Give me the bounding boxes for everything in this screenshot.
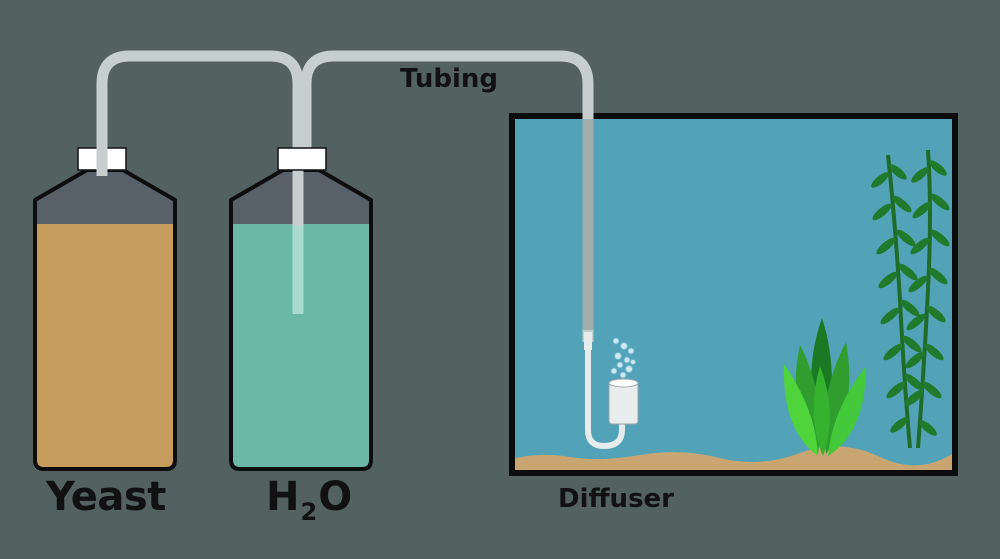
aquarium-substrate xyxy=(512,446,955,473)
leaf-front xyxy=(813,366,830,456)
diffuser-top xyxy=(608,378,639,388)
water-label: H2O xyxy=(266,474,352,526)
yeast-label: Yeast xyxy=(46,474,166,520)
water-bottle xyxy=(229,168,373,471)
water-label-h: H xyxy=(266,474,300,520)
yeast-bottle xyxy=(33,147,177,471)
tube-yeast-to-water xyxy=(96,50,304,314)
diffuser-label: Diffuser xyxy=(558,484,674,514)
diffuser-body xyxy=(608,381,639,425)
stem-leaves xyxy=(871,160,950,436)
leaf-right-light xyxy=(828,366,866,456)
stem-right xyxy=(916,149,932,449)
water-bottle-cap xyxy=(277,147,327,171)
leaf-right-dark xyxy=(824,342,850,454)
diffuser xyxy=(608,337,639,425)
water-liquid xyxy=(232,224,370,468)
water-label-o: O xyxy=(318,474,353,520)
yeast-bottle-outline xyxy=(33,168,177,471)
water-bottle-outline xyxy=(229,168,373,471)
yeast-liquid xyxy=(36,224,174,468)
leaf-left-light xyxy=(783,364,818,456)
stem-plants xyxy=(871,149,950,449)
tubing-label: Tubing xyxy=(400,64,499,94)
tube-taper xyxy=(584,332,592,350)
co2-bubbles xyxy=(610,337,636,379)
tubing xyxy=(96,50,625,449)
broadleaf-plant xyxy=(783,318,866,456)
tube-water-to-tank xyxy=(300,50,594,342)
aquarium-frame xyxy=(509,113,958,476)
leaf-left-dark xyxy=(795,345,820,454)
diffuser-j-tube xyxy=(585,350,625,449)
water-label-subscript: 2 xyxy=(300,498,318,526)
